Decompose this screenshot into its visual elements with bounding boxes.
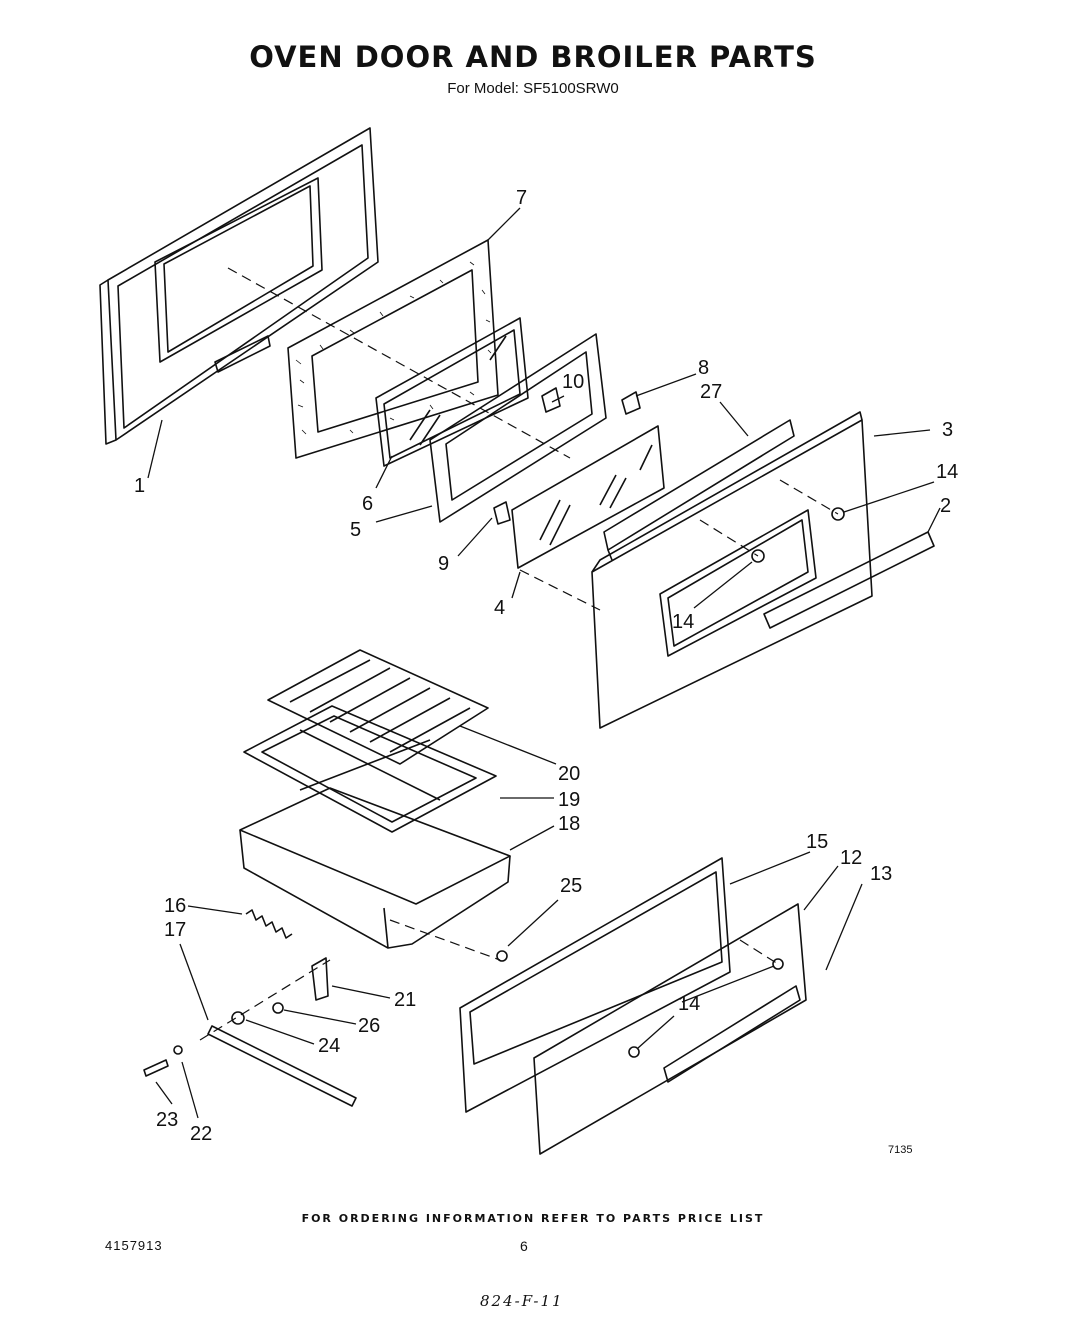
callout-21: 21 (394, 989, 416, 1011)
callout-19: 19 (558, 789, 580, 811)
assembly-lines (199, 267, 839, 1041)
callout-7: 7 (516, 187, 527, 209)
callout-10: 10 (562, 371, 584, 393)
part-4-outer-glass (511, 425, 665, 569)
page-number: 6 (520, 1238, 528, 1254)
part-22-washer (173, 1045, 183, 1055)
callout-18: 18 (558, 813, 580, 835)
part-23-bolt (143, 1059, 169, 1077)
callout-14-upper: 14 (936, 461, 958, 483)
part-10-bracket (541, 387, 561, 413)
part-12-drawer-front (533, 903, 807, 1155)
callout-3: 3 (942, 419, 953, 441)
part-1-inner-door-panel (99, 127, 379, 445)
part-19-broiler-pan-insert (243, 705, 497, 833)
part-18-broiler-pan (239, 787, 511, 949)
part-9-bracket (493, 501, 511, 525)
figure-code: 7135 (888, 1144, 913, 1156)
callout-14-middle: 14 (672, 611, 694, 633)
callout-16: 16 (164, 895, 186, 917)
part-14-spacers (628, 507, 845, 1058)
callout-12: 12 (840, 847, 862, 869)
callout-4: 4 (494, 597, 505, 619)
page-title: OVEN DOOR AND BROILER PARTS (249, 40, 817, 74)
callout-14-lower: 14 (678, 993, 700, 1015)
ordering-note: FOR ORDERING INFORMATION REFER TO PARTS … (301, 1212, 765, 1225)
part-25-clip (496, 950, 508, 962)
callout-labels: 1 7 6 5 9 4 10 8 27 3 14 2 14 20 19 18 1… (134, 187, 958, 1145)
model-subtitle: For Model: SF5100SRW0 (447, 80, 619, 97)
callout-20: 20 (558, 763, 580, 785)
callout-15: 15 (806, 831, 828, 853)
handwritten-note: 824-F-11 (480, 1292, 564, 1310)
callout-25: 25 (560, 875, 582, 897)
part-21-hinge-bracket (311, 957, 329, 1001)
callout-13: 13 (870, 863, 892, 885)
document-number: 4157913 (105, 1238, 163, 1253)
callout-1: 1 (134, 475, 145, 497)
leader-lines (147, 207, 941, 1119)
callout-5: 5 (350, 519, 361, 541)
part-20-broiler-grid (267, 649, 489, 765)
part-26-screw (272, 1002, 284, 1014)
part-13-drawer-trim (663, 985, 801, 1083)
callout-6: 6 (362, 493, 373, 515)
part-15-drawer-inner-panel (459, 857, 731, 1113)
part-3-outer-door-panel (591, 411, 873, 729)
callout-17: 17 (164, 919, 186, 941)
part-17-roller-rod (207, 1025, 357, 1107)
part-24-nut (231, 1011, 245, 1025)
callout-24: 24 (318, 1035, 340, 1057)
part-27-trim (603, 419, 795, 561)
callout-27: 27 (700, 381, 722, 403)
part-6-inner-glass (375, 317, 529, 467)
part-5-window-frame (429, 333, 607, 523)
part-16-spring (245, 909, 293, 939)
callout-26: 26 (358, 1015, 380, 1037)
part-7-insulation (287, 239, 499, 459)
part-2-handle (763, 531, 935, 629)
callout-23: 23 (156, 1109, 178, 1131)
callout-22: 22 (190, 1123, 212, 1145)
callout-9: 9 (438, 553, 449, 575)
callout-8: 8 (698, 357, 709, 379)
callout-2: 2 (940, 495, 951, 517)
part-8-bracket (621, 391, 641, 415)
